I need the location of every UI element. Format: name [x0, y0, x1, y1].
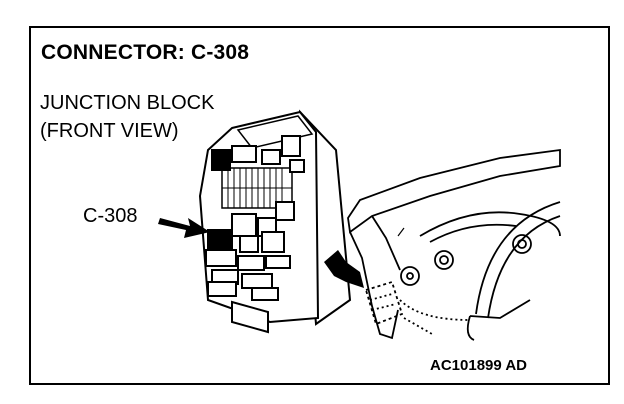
- arrow-right-icon: [158, 218, 210, 238]
- arrow-down-right-icon: [324, 250, 364, 288]
- figure-frame: [29, 26, 610, 385]
- junction-block-label: JUNCTION BLOCK: [40, 92, 215, 114]
- figure-title: CONNECTOR: C-308: [41, 41, 250, 64]
- dashboard-sketch: [347, 148, 561, 341]
- figure-code: AC101899 AD: [430, 357, 527, 374]
- junction-block: [198, 109, 352, 334]
- front-view-label: (FRONT VIEW): [40, 120, 179, 142]
- connector-label: C-308: [83, 205, 138, 227]
